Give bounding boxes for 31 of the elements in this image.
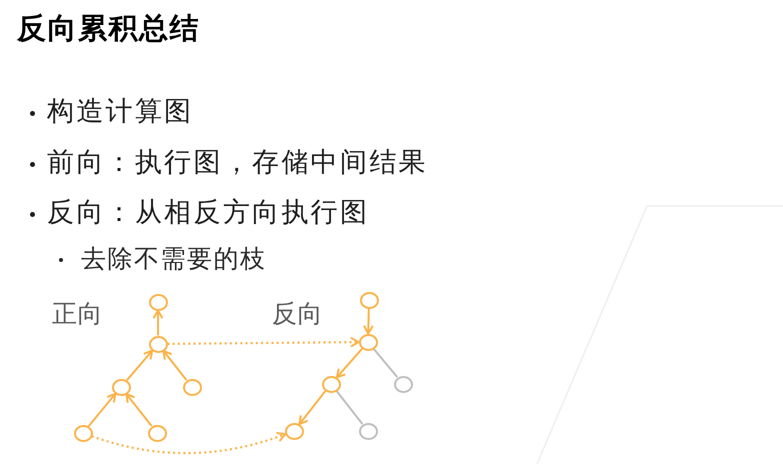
circle-node (322, 376, 340, 392)
arrow (336, 348, 363, 378)
circle-node (360, 292, 378, 308)
circle-node (182, 378, 202, 396)
dotted-arrow (167, 337, 360, 348)
arrow (162, 350, 188, 381)
bullet-text: 前向：执行图，存储中间结果 (47, 146, 428, 180)
circle-node (358, 334, 378, 350)
circle-node (394, 376, 412, 392)
dotted-arrow (91, 432, 286, 454)
bullet-text: 反向：从相反方向执行图 (47, 196, 370, 230)
circle-node (284, 422, 304, 440)
circle-node (358, 422, 378, 440)
graph-label: 反向 (272, 298, 323, 330)
connector-line (372, 348, 398, 378)
arrow (125, 393, 152, 427)
circle-node (148, 424, 166, 442)
circle-node (148, 294, 168, 310)
circle-node (74, 424, 92, 442)
arrow (88, 392, 116, 427)
graph-label: 正向 (52, 298, 103, 330)
arrow (153, 310, 163, 336)
bullet-text: 构造计算图 (47, 94, 194, 128)
arrow (298, 390, 326, 426)
slide-title: 反向累积总结 (17, 10, 200, 47)
bullet-text: 去除不需要的枝 (81, 242, 266, 274)
arrow (126, 350, 154, 381)
circle-node (148, 336, 168, 352)
connector-line (336, 390, 364, 425)
circle-node (112, 378, 130, 396)
arrow (363, 308, 374, 334)
